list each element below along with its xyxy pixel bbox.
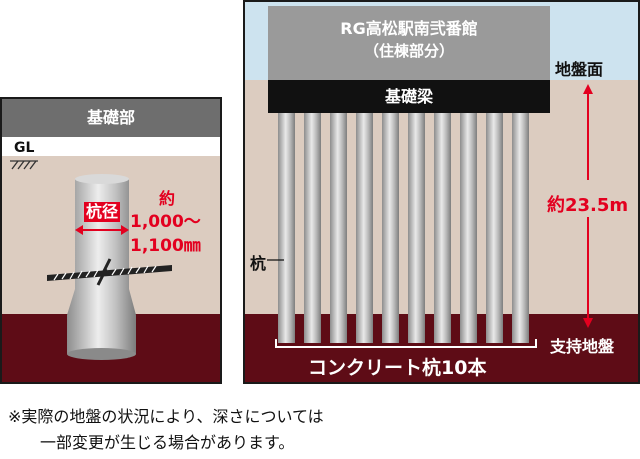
footnote-line-2: 一部変更が生じる場合があります。 [40,433,295,452]
building-subtitle: （住棟部分） [363,42,454,60]
depth-arrow-icon [583,84,593,328]
diameter-value-line1: 1,000～ [130,212,201,232]
building-name: RG高松駅南弐番館 [340,19,478,38]
break-line-icon [47,258,172,286]
foundation-header: 基礎部 [2,99,220,137]
pile-label: 杭 [250,254,267,273]
pile [382,113,399,343]
depth-label: 約23.5m [547,191,629,217]
pile [486,113,503,343]
pile [434,113,451,343]
pile [330,113,347,343]
diameter-value-line2: 1,100㎜ [130,236,201,256]
ground-level-band [2,137,220,156]
pile [304,113,321,343]
pile [512,113,529,343]
pile [460,113,477,343]
piles-bracket [275,339,537,348]
gl-label: GL [14,140,35,156]
diameter-arrow-icon [75,225,129,235]
pile [356,113,373,343]
building-block: RG高松駅南弐番館 （住棟部分） [268,6,550,80]
ground-surface-label: 地盤面 [555,60,604,79]
approx-label: 約 [159,189,176,208]
pile [408,113,425,343]
ground-hatch-icon [10,160,38,170]
pile [278,113,295,343]
foundation-beam: 基礎梁 [268,80,550,113]
pile-diameter-label: 杭径 [84,202,121,222]
piles-caption: コンクリート杭10本 [308,357,487,379]
bearing-layer-label: 支持地盤 [550,337,615,356]
foundation-detail-panel: 基礎部 GL [0,97,222,384]
footnote-line-1: ※実際の地盤の状況により、深さについては [8,407,324,426]
